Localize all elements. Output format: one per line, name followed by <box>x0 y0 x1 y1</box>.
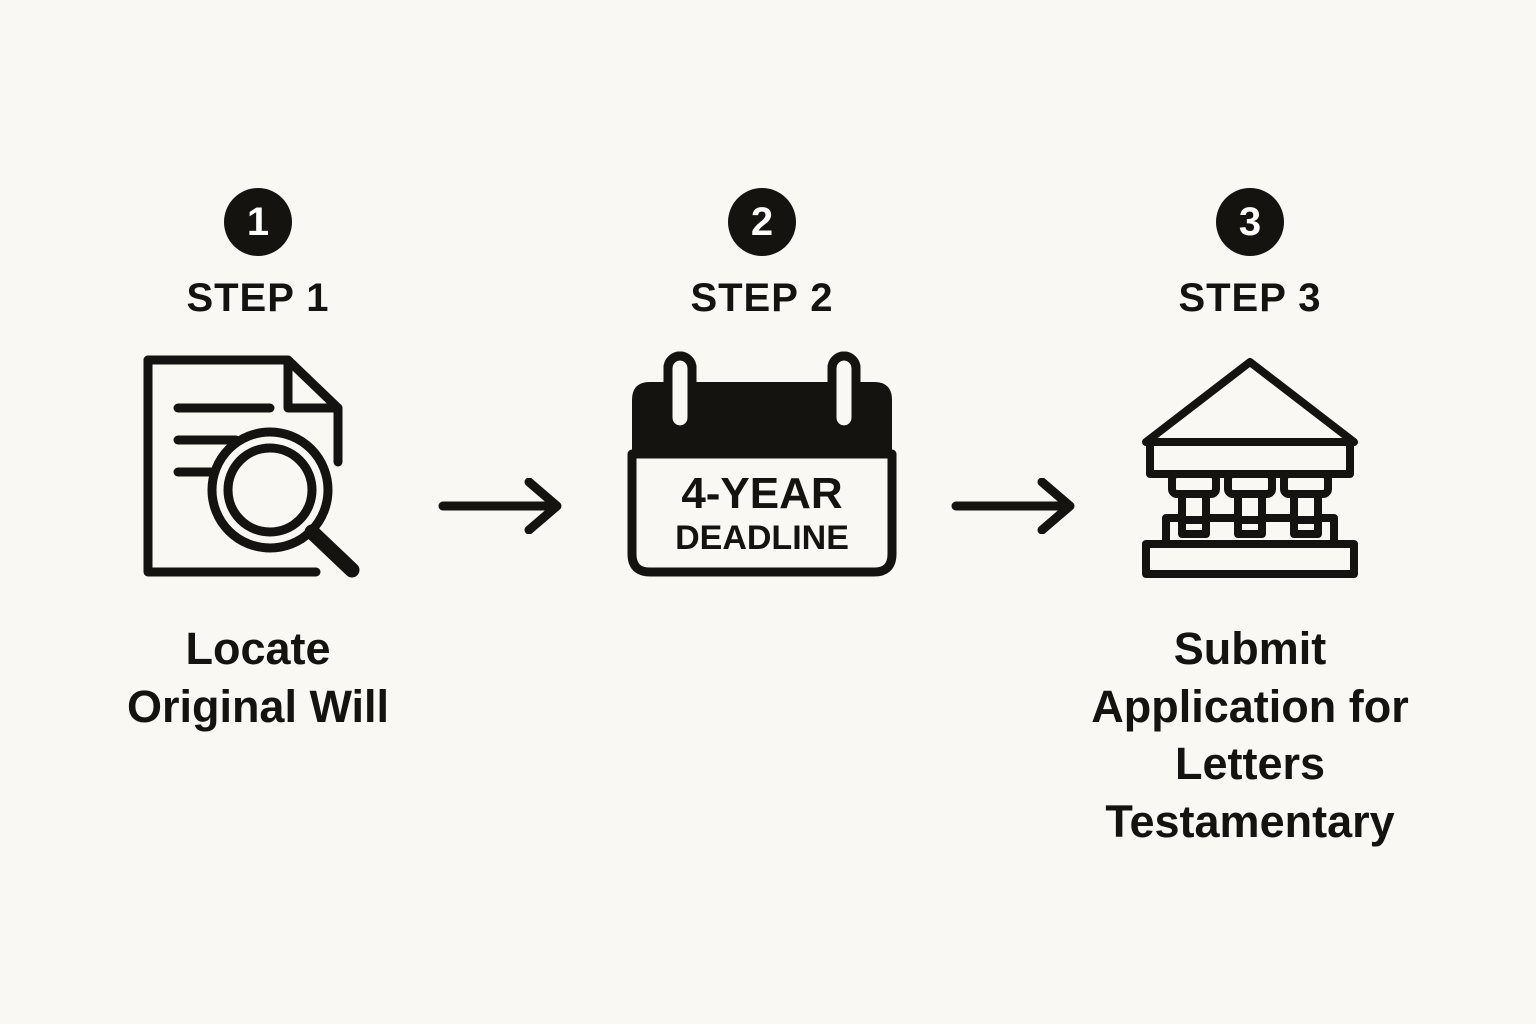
step-1-caption-line: Locate <box>185 623 331 674</box>
step-3-caption-line: Submit <box>1173 623 1327 674</box>
step-1-number-badge: 1 <box>224 188 292 256</box>
document-magnifier-icon <box>143 355 360 578</box>
step-3-caption-line: Application for <box>1091 680 1409 732</box>
courthouse-base <box>1142 540 1358 578</box>
step-2-number-badge: 2 <box>728 188 796 256</box>
calendar-header-band <box>632 382 892 454</box>
step-2: 2 STEP 2 <box>552 188 972 586</box>
courthouse-pediment <box>1142 358 1358 446</box>
step-3-caption-line: Testamentary <box>1105 795 1395 847</box>
arrow-step2-to-step3 <box>951 478 1075 534</box>
step-3: 3 STEP 3 <box>1040 188 1460 850</box>
courthouse-entablature <box>1146 438 1354 478</box>
step-3-label: STEP 3 <box>1178 276 1322 320</box>
step-3-caption: Submit Application for Letters Testament… <box>1091 620 1408 850</box>
step-2-icon-container: 4-YEAR DEADLINE <box>626 346 898 586</box>
calendar-primary-text: 4-YEAR <box>681 469 842 518</box>
step-1-caption: Locate Original Will <box>127 620 389 735</box>
calendar-body <box>627 449 897 577</box>
step-2-label: STEP 2 <box>690 276 834 320</box>
step-1-caption-line: Original Will <box>126 680 390 732</box>
step-1: 1 STEP 1 <box>48 188 468 735</box>
step-3-icon-container <box>1132 346 1368 586</box>
calendar-secondary-text: DEADLINE <box>675 519 849 557</box>
arrow-step1-to-step2 <box>438 478 562 534</box>
step-3-caption-line: Letters <box>1174 738 1326 790</box>
courthouse-icon <box>1142 358 1358 578</box>
calendar-deadline-icon: 4-YEAR DEADLINE <box>627 351 897 577</box>
step-1-icon-container <box>138 346 378 586</box>
step-3-number-badge: 3 <box>1216 188 1284 256</box>
step-1-label: STEP 1 <box>186 276 330 320</box>
